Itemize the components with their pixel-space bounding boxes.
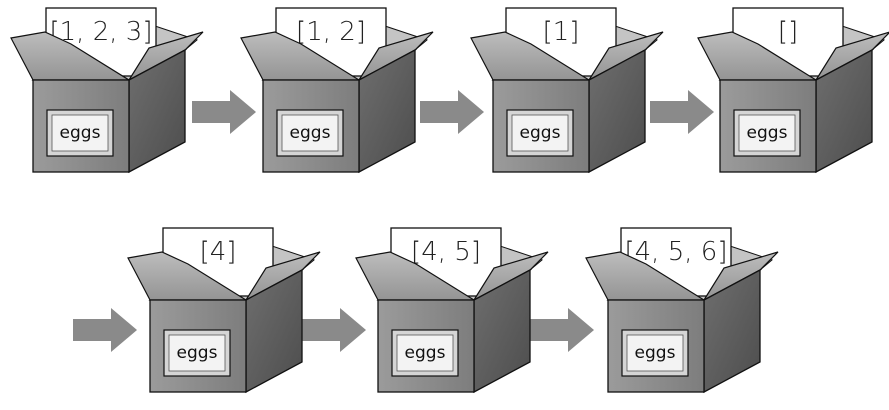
egg-box: [4, 5] eggs: [355, 227, 549, 394]
box-label-inner: [51, 114, 109, 152]
paper-list-text: [4]: [200, 237, 237, 267]
egg-box: [1, 2, 3]eggs: [10, 7, 204, 174]
box-label-inner: [626, 334, 684, 372]
egg-box: [4, 5, 6]eggs: [585, 227, 779, 394]
paper-list-text: [4, 5]: [411, 237, 481, 267]
box-label-inner: [168, 334, 226, 372]
box-label-text: eggs: [290, 123, 331, 143]
box-label-text: eggs: [405, 343, 446, 363]
egg-box: [1, 2] eggs: [240, 7, 434, 174]
box-label-text: eggs: [635, 343, 676, 363]
egg-box: [4] eggs: [127, 227, 321, 394]
box-label-text: eggs: [177, 343, 218, 363]
box-label-text: eggs: [747, 123, 788, 143]
flow-arrow: [192, 90, 256, 134]
paper-list-text: [1, 2]: [296, 17, 366, 47]
box-label-text: eggs: [520, 123, 561, 143]
box-label-inner: [396, 334, 454, 372]
box-label-inner: [281, 114, 339, 152]
paper-list-text: []: [778, 17, 798, 47]
flow-arrow: [420, 90, 484, 134]
paper-list-text: [1]: [543, 17, 580, 47]
flow-arrow: [530, 308, 594, 352]
flow-arrow: [73, 308, 137, 352]
box-label-text: eggs: [60, 123, 101, 143]
egg-box: [1] eggs: [470, 7, 664, 174]
box-label-inner: [738, 114, 796, 152]
flow-arrow: [302, 308, 366, 352]
flow-arrow: [650, 90, 714, 134]
egg-box: [] eggs: [697, 7, 889, 174]
box-label-inner: [511, 114, 569, 152]
